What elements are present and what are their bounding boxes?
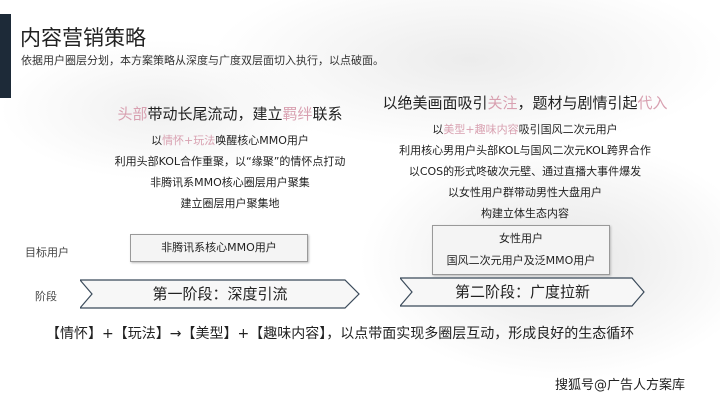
text: 以女性用户群带动男性大盘用户 <box>448 186 602 199</box>
strategy-line: 利用头部KOL合作重聚，以“缘聚”的情怀点打动 <box>100 151 360 172</box>
stage1-label: 第一阶段：深度引流 <box>152 285 288 303</box>
highlight-text: 关注 <box>487 94 518 112</box>
strategy-line: 以女性用户群带动男性大盘用户 <box>360 182 690 203</box>
strategy-line: 利用核心男用户头部KOL与国风二次元KOL跨界合作 <box>360 140 690 161</box>
stage2-description: 以绝美画面吸引关注，题材与剧情引起代入以美型+趣味内容吸引国风二次元用户利用核心… <box>360 92 690 224</box>
text: 联系 <box>312 105 343 123</box>
title-accent-bar <box>0 14 11 98</box>
highlight-text: 情怀+玩法 <box>162 134 216 147</box>
highlight-text: 头部 <box>117 105 148 123</box>
target-users-label: 目标用户 <box>25 246 69 259</box>
headline: 头部带动长尾流动，建立羁绊联系 <box>100 103 360 124</box>
highlight-text: 美型+趣味内容 <box>443 123 519 136</box>
text: 吸引国风二次元用户 <box>518 123 618 136</box>
target-user: 女性用户 <box>499 232 543 245</box>
text: 带动长尾流动，建立 <box>147 105 283 123</box>
strategy-line: 以COS的形式咚破次元壁、通过直播大事件爆发 <box>360 161 690 182</box>
text: 唤醒核心MMO用户 <box>215 134 309 147</box>
highlight-text: 代入 <box>637 94 668 112</box>
stage2-target-box: 女性用户国风二次元用户及泛MMO用户 <box>432 225 610 275</box>
strategy-line: 以情怀+玩法唤醒核心MMO用户 <box>100 130 360 151</box>
text: 建立圈层用户聚集地 <box>180 197 280 210</box>
text: ，题材与剧情引起 <box>517 94 638 112</box>
watermark: 搜狐号@广告人方案库 <box>555 378 686 393</box>
text: 以COS的形式咚破次元壁、通过直播大事件爆发 <box>408 165 642 178</box>
headline: 以绝美画面吸引关注，题材与剧情引起代入 <box>360 92 690 113</box>
text: 以绝美画面吸引 <box>382 94 488 112</box>
target-user: 非腾讯系核心MMO用户 <box>161 241 277 254</box>
stage2-arrow: 第二阶段：广度拉新 <box>400 277 645 307</box>
page-title: 内容营销策略 <box>20 26 146 50</box>
strategy-line: 非腾讯系MMO核心圈层用户聚集 <box>100 172 360 193</box>
text: 利用头部KOL合作重聚，以“缘聚”的情怀点打动 <box>114 155 346 168</box>
text: 以 <box>432 123 444 136</box>
strategy-line: 构建立体生态内容 <box>360 203 690 224</box>
strategy-line: 以美型+趣味内容吸引国风二次元用户 <box>360 119 690 140</box>
stage1-target-box: 非腾讯系核心MMO用户 <box>130 234 308 262</box>
target-user: 国风二次元用户及泛MMO用户 <box>446 254 596 267</box>
page-subtitle: 依据用户圈层分划，本方案策略从深度与广度双层面切入执行，以点破面。 <box>21 54 384 67</box>
text: 非腾讯系MMO核心圈层用户聚集 <box>150 176 310 189</box>
stage2-label: 第二阶段：广度拉新 <box>454 283 590 301</box>
stage1-description: 头部带动长尾流动，建立羁绊联系以情怀+玩法唤醒核心MMO用户利用头部KOL合作重… <box>100 103 360 214</box>
strategy-line: 建立圈层用户聚集地 <box>100 193 360 214</box>
text: 构建立体生态内容 <box>481 207 569 220</box>
highlight-text: 羁绊 <box>282 105 313 123</box>
stage-label: 阶段 <box>35 290 57 303</box>
text: 以 <box>151 134 163 147</box>
stage1-arrow: 第一阶段：深度引流 <box>80 279 360 309</box>
summary-text: 【情怀】+【玩法】→【美型】+【趣味内容】，以点带面实现多圈层互动，形成良好的生… <box>46 326 635 342</box>
text: 利用核心男用户头部KOL与国风二次元KOL跨界合作 <box>399 144 651 157</box>
